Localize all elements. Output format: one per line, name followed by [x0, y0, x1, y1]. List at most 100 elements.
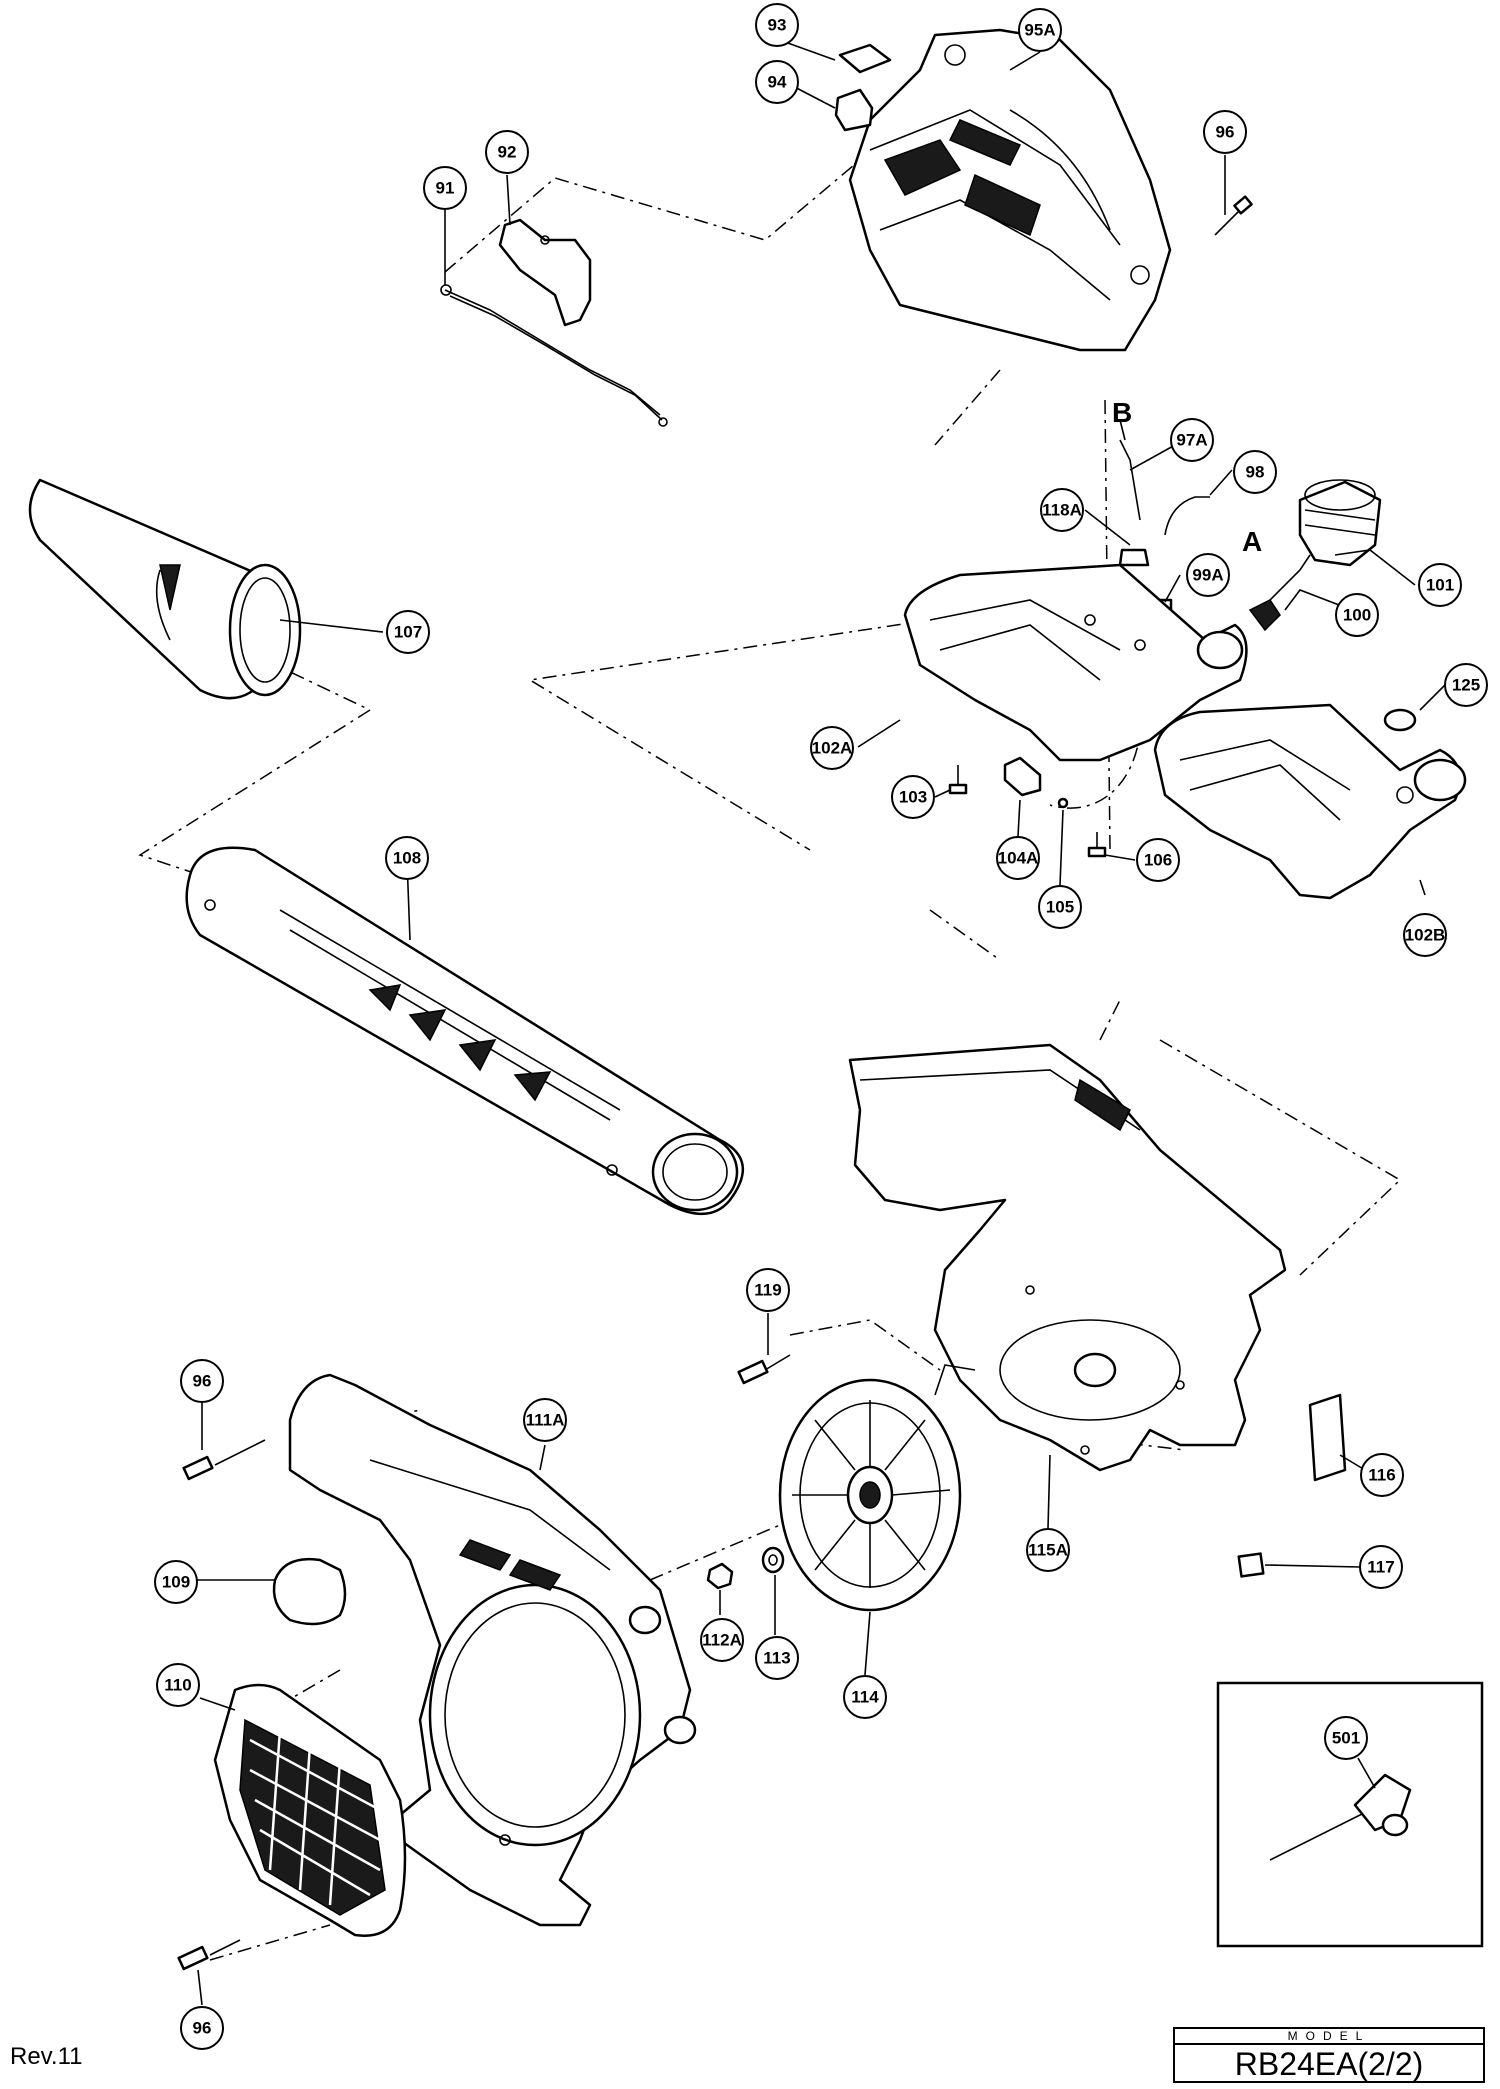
filter-pad-109	[272, 1557, 347, 1626]
svg-text:119: 119	[754, 1281, 781, 1300]
svg-text:95A: 95A	[1024, 21, 1055, 40]
screw-96-top	[1214, 195, 1253, 236]
bolt-119	[737, 1354, 791, 1385]
svg-text:107: 107	[394, 623, 422, 642]
svg-text:108: 108	[393, 849, 421, 868]
callout-104A: 104A	[996, 836, 1040, 880]
label-116	[1308, 1393, 1347, 1482]
callout-96-mid: 96	[180, 1359, 224, 1403]
svg-text:100: 100	[1343, 606, 1371, 625]
callout-101: 101	[1418, 563, 1462, 607]
blower-pipe-108	[185, 846, 745, 1216]
callout-113: 113	[755, 1636, 799, 1680]
callout-96-top: 96	[1203, 110, 1247, 154]
callout-99A: 99A	[1186, 553, 1230, 597]
handle-cover-95A	[848, 28, 1172, 352]
fuel-lines-97A-98	[1119, 419, 1210, 536]
callout-116: 116	[1360, 1453, 1404, 1497]
callout-92: 92	[485, 130, 529, 174]
svg-text:112A: 112A	[702, 1631, 742, 1650]
cap-strap-100	[1248, 554, 1311, 632]
svg-text:96: 96	[193, 1372, 212, 1391]
callout-102B: 102B	[1403, 913, 1447, 957]
label-117	[1237, 1552, 1265, 1578]
fan-housing-111A	[288, 1373, 697, 1927]
throttle-lever-92	[498, 218, 592, 327]
washer-113	[761, 1546, 785, 1574]
fuel-cap-101	[1298, 479, 1382, 567]
svg-text:111A: 111A	[526, 1411, 565, 1430]
svg-text:105: 105	[1046, 898, 1074, 917]
callout-94: 94	[755, 60, 799, 104]
fan-impeller-114	[778, 1378, 962, 1612]
callout-97A: 97A	[1170, 418, 1214, 462]
callout-93: 93	[755, 3, 799, 47]
svg-text:109: 109	[162, 1573, 190, 1592]
fuel-tank-102A	[903, 563, 1248, 762]
svg-text:92: 92	[498, 143, 517, 162]
callout-91: 91	[423, 166, 467, 210]
inlet-grille-110	[213, 1683, 407, 1937]
callout-119: 119	[746, 1268, 790, 1312]
svg-text:106: 106	[1144, 851, 1172, 870]
callout-102A: 102A	[810, 726, 854, 770]
svg-text:118A: 118A	[1042, 501, 1082, 520]
plug-125	[1383, 708, 1417, 732]
svg-text:115A: 115A	[1028, 1541, 1068, 1560]
callout-501: 501	[1324, 1716, 1368, 1760]
callout-109: 109	[154, 1560, 198, 1604]
callout-108: 108	[385, 836, 429, 880]
svg-text:116: 116	[1368, 1466, 1395, 1485]
svg-text:94: 94	[768, 73, 787, 92]
spark-plug-wrench-501	[1269, 1773, 1412, 1861]
svg-text:96: 96	[1216, 123, 1235, 142]
svg-text:96: 96	[193, 2019, 212, 2038]
callout-118A: 118A	[1040, 488, 1084, 532]
svg-text:114: 114	[851, 1688, 879, 1707]
connection-letter-a: A	[1242, 526, 1262, 557]
callout-114: 114	[843, 1675, 887, 1719]
svg-text:103: 103	[899, 788, 927, 807]
callout-100: 100	[1335, 593, 1379, 637]
bolt-106	[1087, 832, 1107, 858]
svg-text:93: 93	[768, 16, 787, 35]
svg-text:99A: 99A	[1192, 566, 1223, 585]
callout-106: 106	[1136, 838, 1180, 882]
svg-text:125: 125	[1452, 676, 1480, 695]
fuel-tank-102B	[1153, 703, 1467, 900]
screw-96-bottom	[177, 1939, 241, 1971]
svg-text:98: 98	[1246, 463, 1265, 482]
svg-text:113: 113	[763, 1649, 790, 1668]
damper-104A	[1003, 756, 1042, 797]
callout-112A: 112A	[700, 1618, 744, 1662]
washer-105	[1057, 797, 1069, 809]
leader-lines	[178, 41, 1446, 2006]
callout-96-bottom: 96	[180, 2006, 224, 2050]
model-title-block: MODEL RB24EA(2/2)	[1173, 2027, 1485, 2083]
switch-parts-93-94	[834, 43, 892, 132]
model-heading: MODEL	[1175, 2029, 1483, 2045]
svg-text:91: 91	[436, 179, 455, 198]
svg-text:102B: 102B	[1405, 926, 1446, 945]
callout-98: 98	[1233, 450, 1277, 494]
callout-105: 105	[1038, 885, 1082, 929]
svg-text:104A: 104A	[998, 849, 1039, 868]
grommet-118A	[1118, 548, 1150, 567]
callout-103: 103	[891, 775, 935, 819]
callout-107: 107	[386, 610, 430, 654]
nozzle-107	[28, 478, 302, 700]
revision-label: Rev.11	[10, 2043, 83, 2070]
callout-115A: 115A	[1026, 1528, 1070, 1572]
screw-96-mid	[182, 1439, 266, 1481]
callout-117: 117	[1359, 1545, 1403, 1589]
svg-text:97A: 97A	[1176, 431, 1207, 450]
bolt-103	[948, 765, 968, 795]
callout-110: 110	[156, 1663, 200, 1707]
svg-text:501: 501	[1332, 1729, 1360, 1748]
callout-125: 125	[1444, 663, 1488, 707]
svg-text:102A: 102A	[812, 739, 853, 758]
nut-112A	[706, 1562, 734, 1590]
fan-housing-115A	[848, 1043, 1287, 1472]
svg-text:117: 117	[1367, 1558, 1394, 1577]
